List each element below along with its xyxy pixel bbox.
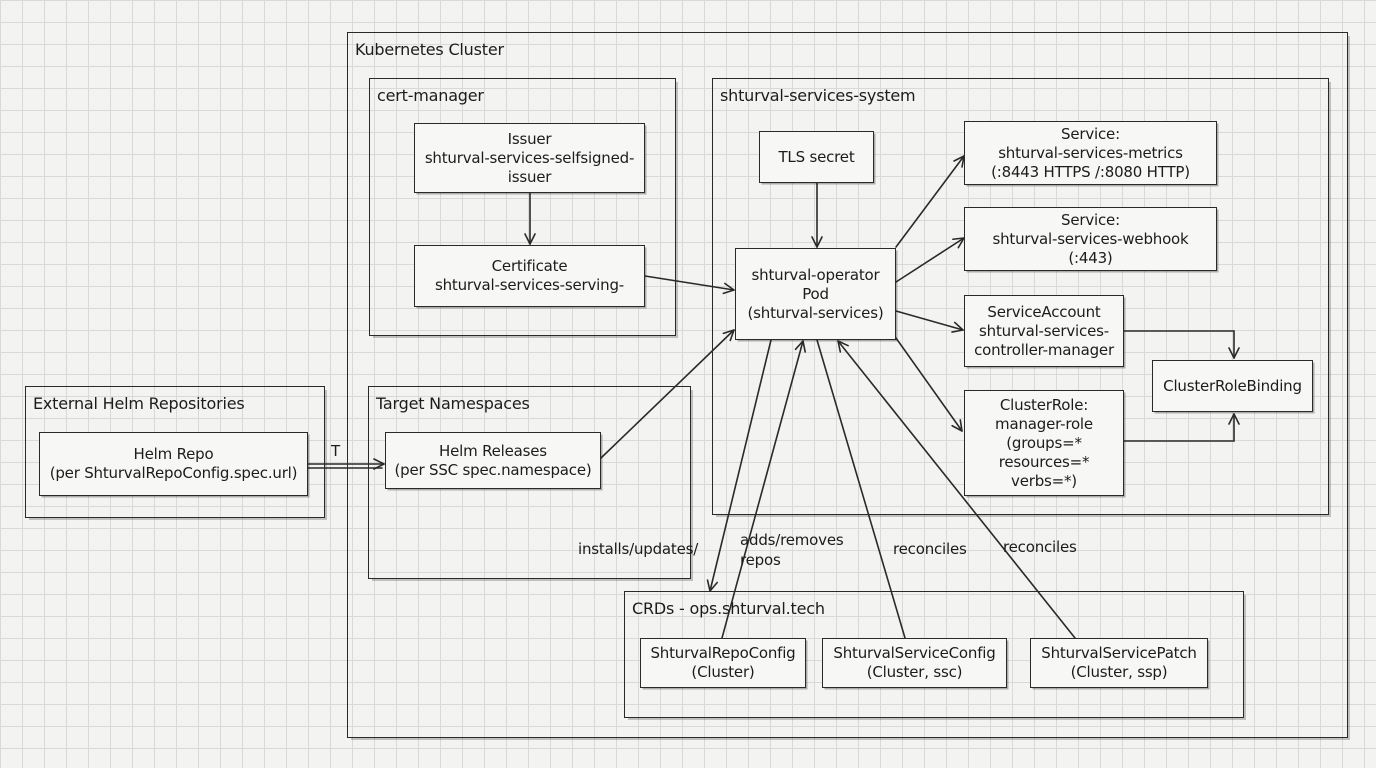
helm-repo-node: Helm Repo (per ShturvalRepoConfig.spec.u… <box>39 432 308 496</box>
group-title-cert-manager: cert-manager <box>377 86 484 105</box>
group-title-system-namespace: shturval-services-system <box>720 86 916 105</box>
group-title-target-namespaces: Target Namespaces <box>376 394 530 413</box>
helm-releases-node: Helm Releases (per SSC spec.namespace) <box>385 432 601 489</box>
group-crds: CRDs - ops.shturval.tech <box>624 591 1244 718</box>
edge-label-installs-updates: installs/updates/ <box>578 540 699 558</box>
edge-label-reconciles-ssc: reconciles <box>893 540 967 558</box>
edge-operator-webhook <box>895 237 965 283</box>
edge-clusterrole-binding <box>1123 413 1240 442</box>
group-kubernetes-cluster: Kubernetes Cluster <box>347 32 1348 738</box>
cluster-role-node: ClusterRole: manager-role (groups=* reso… <box>964 390 1124 496</box>
edge-label-t: T <box>331 442 340 460</box>
edge-operator-repoconfig <box>706 339 772 592</box>
group-title-crds: CRDs - ops.shturval.tech <box>632 599 825 618</box>
group-system-namespace: shturval-services-system <box>712 78 1329 515</box>
edge-repoconfig-operator <box>721 340 806 639</box>
edge-certificate-operator <box>644 275 735 295</box>
edge-operator-serviceaccount <box>895 310 964 333</box>
group-title-external-helm: External Helm Repositories <box>33 394 245 413</box>
certificate-node: Certificate shturval-services-serving- <box>414 245 645 307</box>
service-account-node: ServiceAccount shturval-services- contro… <box>964 295 1124 367</box>
group-external-helm: External Helm Repositories <box>25 386 325 518</box>
edge-operator-clusterrole <box>895 337 963 432</box>
tls-secret-node: TLS secret <box>759 131 874 183</box>
edge-label-adds-removes: adds/removes repos <box>740 531 844 569</box>
service-config-node: ShturvalServiceConfig (Cluster, ssc) <box>822 638 1007 688</box>
edge-operator-metrics <box>895 155 965 248</box>
edge-label-reconciles-ssp: reconciles <box>1003 538 1077 556</box>
edge-servicepatch-operator <box>837 340 1076 639</box>
issuer-node: Issuer shturval-services-selfsigned- iss… <box>414 123 645 193</box>
group-target-namespaces: Target Namespaces <box>368 386 691 579</box>
service-metrics-node: Service: shturval-services-metrics (:844… <box>964 121 1217 185</box>
edge-releases-operator <box>600 329 735 459</box>
edge-serviceaccount-binding <box>1123 330 1240 359</box>
service-patch-node: ShturvalServicePatch (Cluster, ssp) <box>1030 638 1208 688</box>
cluster-role-binding-node: ClusterRoleBinding <box>1152 360 1313 412</box>
group-title-kubernetes-cluster: Kubernetes Cluster <box>355 40 504 59</box>
service-webhook-node: Service: shturval-services-webhook (:443… <box>964 207 1217 271</box>
repo-config-node: ShturvalRepoConfig (Cluster) <box>640 638 806 688</box>
edge-serviceconfig-operator <box>816 339 906 639</box>
operator-pod-node: shturval-operator Pod (shturval-services… <box>735 248 896 340</box>
group-cert-manager: cert-manager <box>369 78 676 336</box>
